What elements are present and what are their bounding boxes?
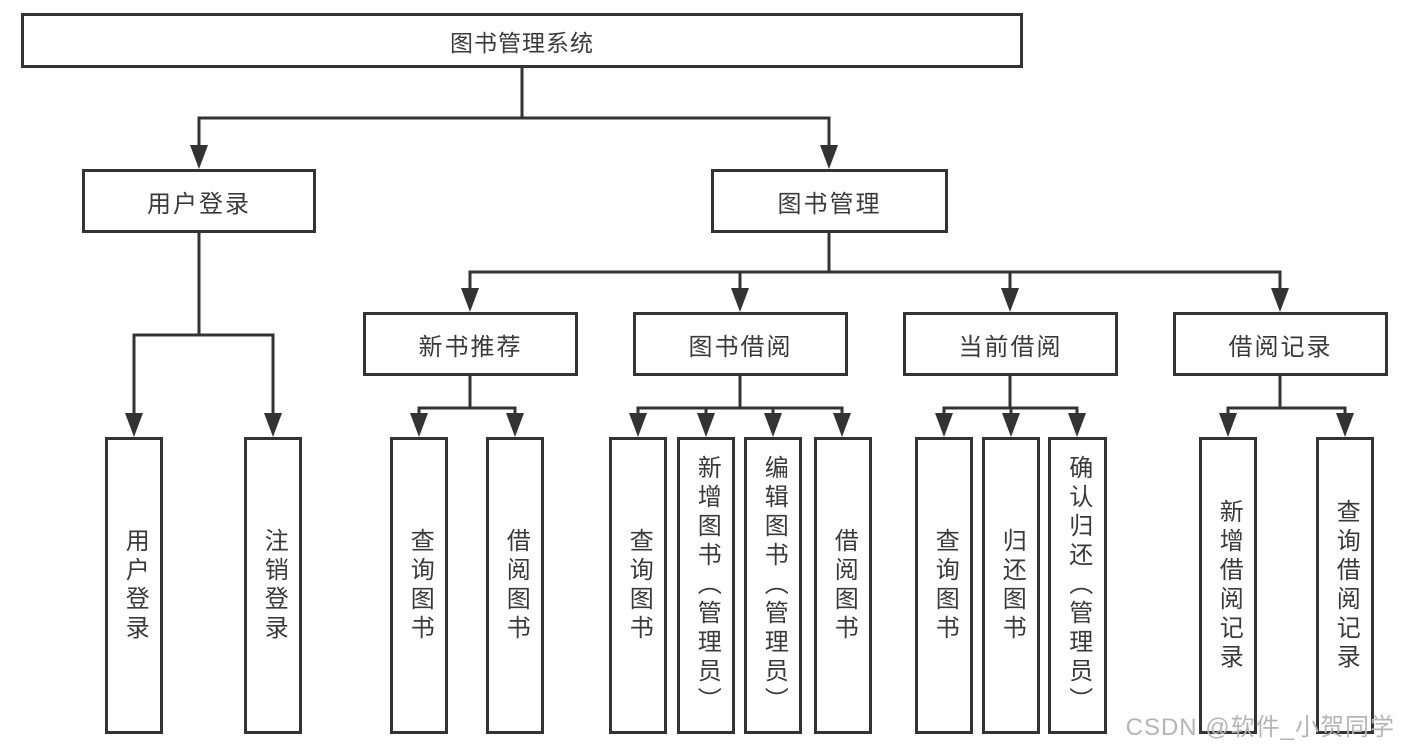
- node-nbr-borrow-books: 借阅图书: [486, 437, 544, 734]
- node-label: 注销登录: [260, 527, 288, 644]
- node-label: 图书借阅: [688, 333, 793, 361]
- node-br-query-borrow-record: 查询借阅记录: [1316, 437, 1374, 734]
- node-label: 查询图书: [625, 527, 653, 644]
- node-cb-return-books: 归还图书: [982, 437, 1040, 734]
- node-new-book-recommendation: 新书推荐: [363, 312, 578, 376]
- node-user-login: 用户登录: [82, 169, 316, 233]
- node-label: 借阅记录: [1228, 333, 1333, 361]
- node-bb-query-books: 查询图书: [609, 437, 667, 734]
- node-cb-query-books: 查询图书: [915, 437, 973, 734]
- node-bb-add-books-admin: 新增图书（管理员）: [677, 437, 735, 734]
- node-book-borrowing: 图书借阅: [633, 312, 848, 376]
- node-label: 编辑图书（管理员）: [760, 455, 788, 716]
- node-label: 查询图书: [406, 527, 434, 644]
- arrowheads: [125, 145, 1354, 437]
- node-bb-borrow-books: 借阅图书: [814, 437, 872, 734]
- node-label: 用户登录: [121, 527, 149, 644]
- node-library-management-system: 图书管理系统: [21, 13, 1023, 68]
- node-label: 借阅图书: [502, 527, 530, 644]
- node-label: 图书管理: [777, 190, 882, 218]
- node-label: 新书推荐: [418, 333, 523, 361]
- node-label: 新增图书（管理员）: [693, 455, 721, 716]
- node-label: 查询借阅记录: [1332, 498, 1360, 673]
- node-label: 归还图书: [998, 527, 1026, 644]
- node-bb-edit-books-admin: 编辑图书（管理员）: [744, 437, 802, 734]
- node-label: 新增借阅记录: [1215, 498, 1243, 673]
- node-label: 当前借阅: [958, 333, 1063, 361]
- node-label: 用户登录: [147, 190, 251, 218]
- node-cb-confirm-return-admin: 确认归还（管理员）: [1048, 437, 1107, 734]
- node-label: 确认归还（管理员）: [1064, 455, 1092, 716]
- csdn-watermark: CSDN @软件_小贺同学: [1125, 714, 1395, 741]
- node-label: 借阅图书: [830, 527, 858, 644]
- node-user-login-action: 用户登录: [105, 437, 163, 734]
- node-logout-action: 注销登录: [244, 437, 302, 734]
- node-borrowing-records: 借阅记录: [1173, 312, 1388, 376]
- node-label: 图书管理系统: [450, 29, 594, 56]
- node-label: 查询图书: [931, 527, 959, 644]
- node-current-borrowing: 当前借阅: [903, 312, 1118, 376]
- node-br-add-borrow-record: 新增借阅记录: [1199, 437, 1257, 734]
- node-book-management: 图书管理: [711, 169, 948, 233]
- node-nbr-query-books: 查询图书: [390, 437, 448, 734]
